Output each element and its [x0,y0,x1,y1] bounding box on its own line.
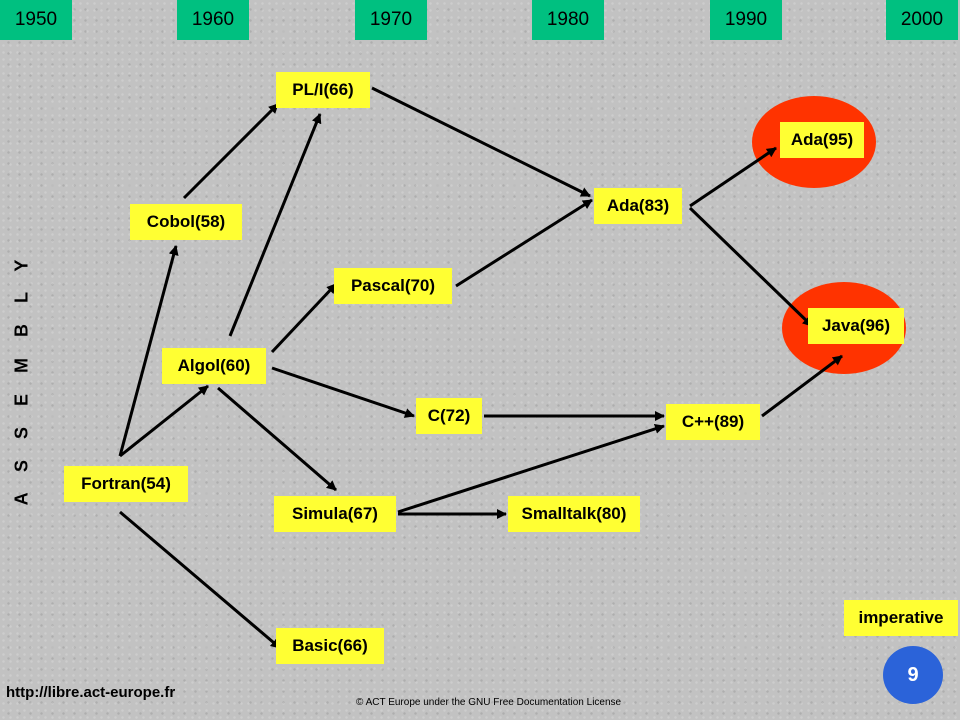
footer-copyright: © ACT Europe under the GNU Free Document… [356,697,622,708]
arrow-algol-pascal [270,282,338,354]
arrow-fortran-basic [119,510,281,650]
year-1990: 1990 [710,0,782,40]
assembly-label: A S S E M B L Y [10,251,34,505]
year-1960: 1960 [177,0,249,40]
footer-url: http://libre.act-europe.fr [6,684,176,701]
year-1950: 1950 [0,0,72,40]
node-pli: PL/I(66) [276,72,370,108]
arrow-pli-ada83 [371,86,591,198]
node-cobol: Cobol(58) [130,204,242,240]
node-fortran: Fortran(54) [64,466,188,502]
node-ada83: Ada(83) [594,188,682,224]
category-label: imperative [844,600,958,636]
arrow-algol-simula [217,386,337,492]
page-number-badge: 9 [883,646,943,704]
node-c: C(72) [416,398,482,434]
arrow-ada83-ada95 [689,146,777,208]
arrow-fortran-cobol [118,245,179,457]
node-cpp: C++(89) [666,404,760,440]
node-ada95: Ada(95) [780,122,864,158]
arrow-algol-c [271,366,415,418]
year-1980: 1980 [532,0,604,40]
node-basic: Basic(66) [276,628,384,664]
arrow-cobol-pli [182,102,280,200]
assembly-label-text: A S S E M B L Y [11,251,32,505]
arrow-fortran-algol [119,384,209,458]
node-pascal: Pascal(70) [334,268,452,304]
node-java: Java(96) [808,308,904,344]
arrow-algol-pli [228,113,322,337]
arrow-cpp-java [761,354,843,418]
node-algol: Algol(60) [162,348,266,384]
arrow-simula-cpp [397,424,665,514]
year-2000: 2000 [886,0,958,40]
arrow-ada83-java [688,206,814,328]
year-1970: 1970 [355,0,427,40]
node-smalltalk: Smalltalk(80) [508,496,640,532]
arrow-pascal-ada83 [455,198,593,288]
node-simula: Simula(67) [274,496,396,532]
